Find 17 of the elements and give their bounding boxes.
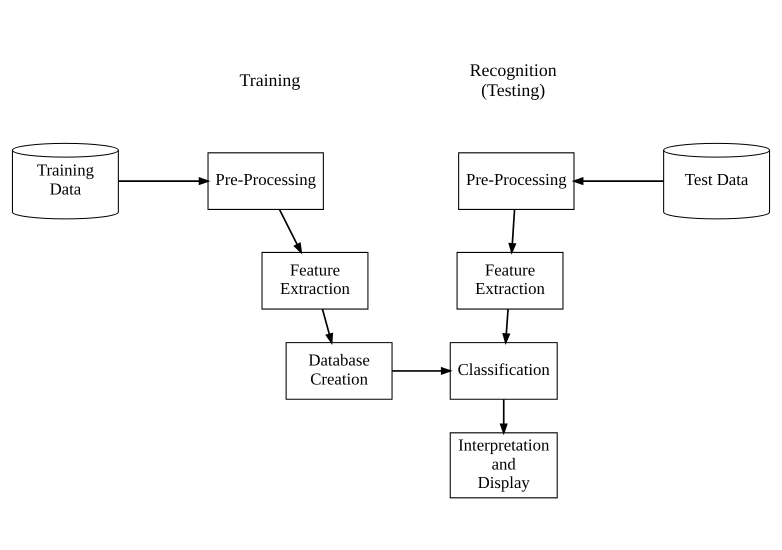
arrow [502, 308, 510, 345]
node-box: Database Creation [286, 342, 393, 400]
node-box: Interpretation and Display [450, 432, 558, 498]
node-box: Feature Extraction [456, 251, 564, 310]
node-box: Classification [450, 342, 558, 400]
arrow [322, 308, 334, 344]
arrow [392, 366, 453, 375]
node-box: Pre-Processing [207, 152, 324, 210]
arrow [118, 176, 210, 185]
label: Recognition (Testing) [470, 59, 557, 100]
arrow [572, 176, 664, 185]
node-box: Feature Extraction [262, 251, 368, 310]
arrow [508, 209, 516, 254]
node-box: Pre-Processing [458, 152, 574, 210]
arrow [500, 399, 508, 435]
label: Training [240, 69, 300, 90]
arrow [278, 208, 302, 254]
